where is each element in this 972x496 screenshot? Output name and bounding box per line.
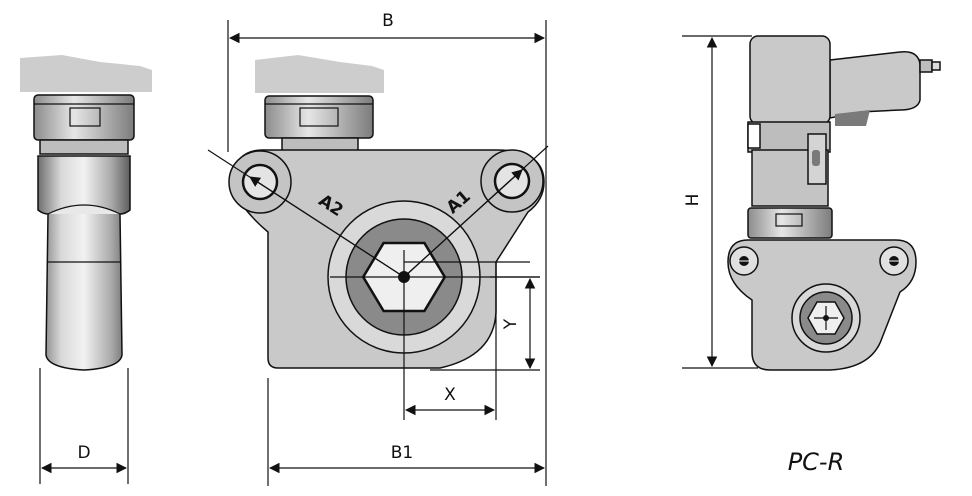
label-h: H [683,194,703,207]
side-view-cap-shadow [20,55,152,92]
motor-body [749,35,831,125]
motor-handle [829,51,921,119]
front-view-cap-shadow [255,55,384,93]
dimension-x: X [404,385,496,416]
front-view-nut [264,95,374,139]
dimension-b: B [227,11,547,486]
label-b1: B1 [391,443,413,463]
dimension-y: Y [430,276,540,371]
side-view-nut [33,94,135,141]
side-view [20,55,152,371]
label-b: B [382,11,394,31]
center-lines [330,250,540,420]
dimension-h: H [682,35,758,369]
label-x: X [444,385,456,405]
dimension-d: D [39,368,129,484]
pc-r-nut [747,207,833,239]
side-view-body [37,155,131,371]
air-inlet [919,59,933,73]
pc-r-view [727,35,941,371]
model-label: PC-R [788,448,845,476]
side-view-collar [39,139,129,155]
front-view [228,55,545,369]
dimension-b1: B1 [267,378,546,486]
label-y: Y [501,318,521,330]
label-d: D [77,443,90,463]
